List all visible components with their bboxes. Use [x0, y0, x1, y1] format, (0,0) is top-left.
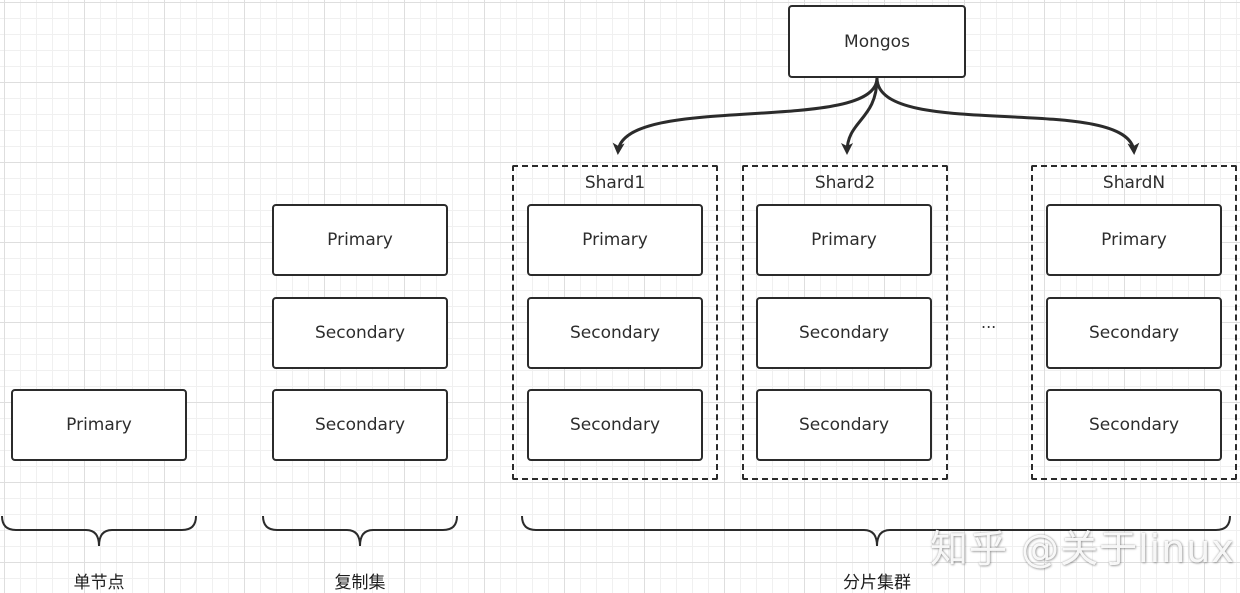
node-label: Secondary — [314, 415, 406, 435]
mongos-label: Mongos — [844, 31, 910, 52]
shard-group: ShardN — [1031, 165, 1237, 480]
mongos-node: Mongos — [788, 5, 966, 78]
brace-replica-set — [262, 515, 458, 547]
arrow-to-shard1 — [612, 77, 879, 155]
shard1-secondary: Secondary — [527, 297, 703, 369]
shard2-secondary: Secondary — [756, 389, 932, 461]
single-node-primary: Primary — [11, 389, 187, 461]
arrow-to-shardn — [875, 77, 1140, 155]
node-label: Primary — [327, 230, 393, 250]
node-label: Primary — [811, 230, 877, 250]
node-label: Primary — [1101, 230, 1167, 250]
shard-title: ShardN — [1102, 173, 1166, 193]
node-label: Secondary — [798, 323, 890, 343]
sharded-cluster-caption: 分片集群 — [843, 573, 911, 593]
shard-title: Shard1 — [584, 173, 646, 193]
replica-set-primary: Primary — [272, 204, 448, 276]
watermark: 知乎 @关于linux — [930, 527, 1235, 571]
shardn-primary: Primary — [1046, 204, 1222, 276]
node-label: Primary — [66, 415, 132, 435]
shard-title: Shard2 — [814, 173, 876, 193]
shardn-secondary: Secondary — [1046, 297, 1222, 369]
arrow-to-shard2 — [841, 77, 879, 155]
node-label: Primary — [582, 230, 648, 250]
replica-set-caption: 复制集 — [334, 573, 386, 593]
replica-set-secondary: Secondary — [272, 389, 448, 461]
shard1-secondary: Secondary — [527, 389, 703, 461]
more-shards-ellipsis: ... — [981, 313, 997, 332]
node-label: Secondary — [569, 415, 661, 435]
brace-single-node — [1, 515, 197, 547]
single-node-caption: 单节点 — [73, 573, 125, 593]
shard2-primary: Primary — [756, 204, 932, 276]
node-label: Secondary — [1088, 415, 1180, 435]
shardn-secondary: Secondary — [1046, 389, 1222, 461]
node-label: Secondary — [1088, 323, 1180, 343]
node-label: Secondary — [569, 323, 661, 343]
shard-group: Shard1 — [512, 165, 718, 480]
shard2-secondary: Secondary — [756, 297, 932, 369]
node-label: Secondary — [798, 415, 890, 435]
shard1-primary: Primary — [527, 204, 703, 276]
brace-sharded-cluster — [521, 515, 1231, 547]
shard-group: Shard2 — [742, 165, 948, 480]
node-label: Secondary — [314, 323, 406, 343]
replica-set-secondary: Secondary — [272, 297, 448, 369]
